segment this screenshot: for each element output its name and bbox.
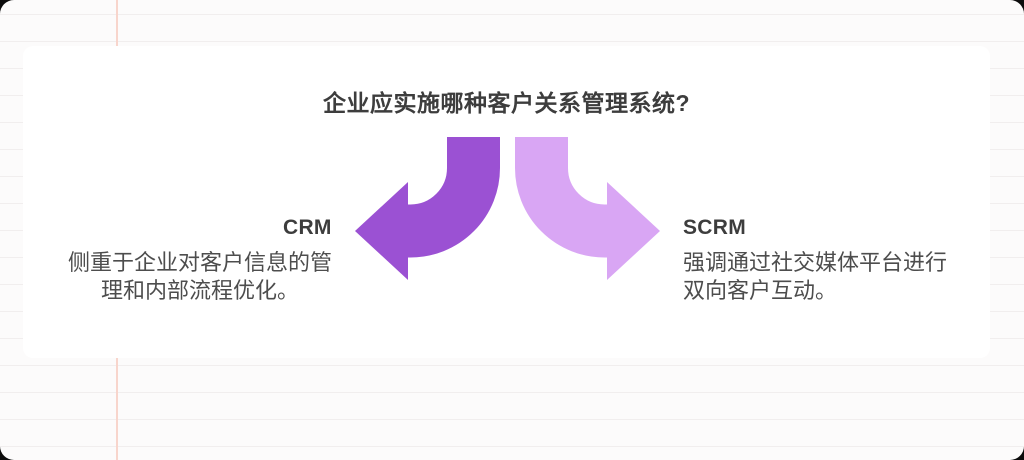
crm-description: 侧重于企业对客户信息的管 理和内部流程优化。 bbox=[57, 249, 343, 305]
diagram-title: 企业应实施哪种客户关系管理系统? bbox=[322, 90, 691, 116]
scrm-description-line2: 双向客户互动。 bbox=[683, 278, 838, 303]
right-arrow-head bbox=[607, 182, 660, 280]
right-arrow-curve bbox=[515, 137, 607, 258]
left-arrow-head bbox=[355, 182, 408, 280]
split-arrows-graphic bbox=[355, 137, 660, 280]
scrm-label: SCRM bbox=[683, 216, 747, 239]
scrm-description: 强调通过社交媒体平台进行 双向客户互动。 bbox=[683, 249, 975, 305]
left-arrow-curve bbox=[408, 137, 500, 258]
scrm-description-line1: 强调通过社交媒体平台进行 bbox=[683, 250, 948, 275]
crm-description-line2: 理和内部流程优化。 bbox=[100, 278, 299, 303]
content-card bbox=[23, 46, 990, 358]
crm-label: CRM bbox=[283, 216, 332, 239]
crm-description-line1: 侧重于企业对客户信息的管 bbox=[67, 250, 332, 275]
